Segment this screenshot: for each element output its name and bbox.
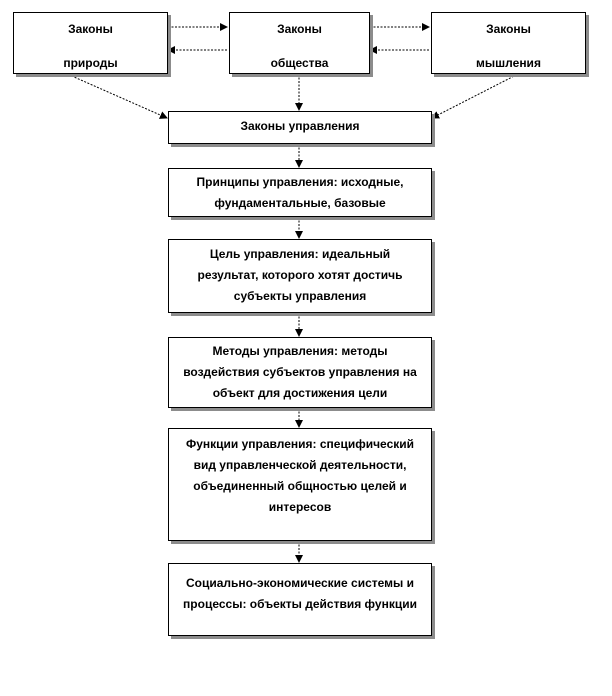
node-laws-of-society-line-2: общества <box>270 56 329 70</box>
node-principles-line-1: Принципы управления: исходные, <box>196 175 404 189</box>
node-goal-line-2: результат, которого хотят достичь <box>197 268 403 282</box>
node-socio-economic-systems-line-1: Социально-экономические системы и <box>186 576 414 590</box>
node-laws-of-management: Законы управления <box>168 111 432 144</box>
node-functions-line-1: Функции управления: специфический <box>185 437 415 451</box>
node-socio-economic-systems-line-2: процессы: объекты действия функции <box>183 597 417 611</box>
node-functions-line-4: интересов <box>268 500 332 514</box>
node-laws-of-thinking-line-1: Законы <box>486 22 531 36</box>
node-principles-line-2: фундаментальные, базовые <box>214 196 386 210</box>
node-goal-line-3: субъекты управления <box>233 289 367 303</box>
node-functions-line-2: вид управленческой деятельности, <box>193 458 407 472</box>
node-laws-of-society-line-1: Законы <box>277 22 322 36</box>
node-methods-line-2: воздействия субъектов управления на <box>183 365 417 379</box>
node-methods-line-1: Методы управления: методы <box>212 344 388 358</box>
node-methods: Методы управления: методы воздействия су… <box>168 337 432 408</box>
node-socio-economic-systems: Социально-экономические системы и процес… <box>168 563 432 636</box>
node-functions: Функции управления: специфический вид уп… <box>168 428 432 541</box>
node-laws-of-nature: Законы природы <box>13 12 168 74</box>
node-laws-of-nature-line-2: природы <box>63 56 118 70</box>
node-laws-of-nature-line-1: Законы <box>68 22 113 36</box>
node-goal-line-1: Цель управления: идеальный <box>209 247 391 261</box>
node-principles: Принципы управления: исходные, фундамент… <box>168 168 432 217</box>
node-methods-line-3: объект для достижения цели <box>212 386 388 400</box>
node-laws-of-society: Законы общества <box>229 12 370 74</box>
node-goal: Цель управления: идеальный результат, ко… <box>168 239 432 313</box>
arrow-thinking-to-laws <box>431 72 521 119</box>
node-laws-of-thinking-line-2: мышления <box>476 56 541 70</box>
node-functions-line-3: объединенный общностью целей и <box>193 479 407 493</box>
node-laws-of-thinking: Законы мышления <box>431 12 586 74</box>
arrow-nature-to-laws <box>64 72 168 119</box>
node-laws-of-management-line-1: Законы управления <box>240 119 360 133</box>
